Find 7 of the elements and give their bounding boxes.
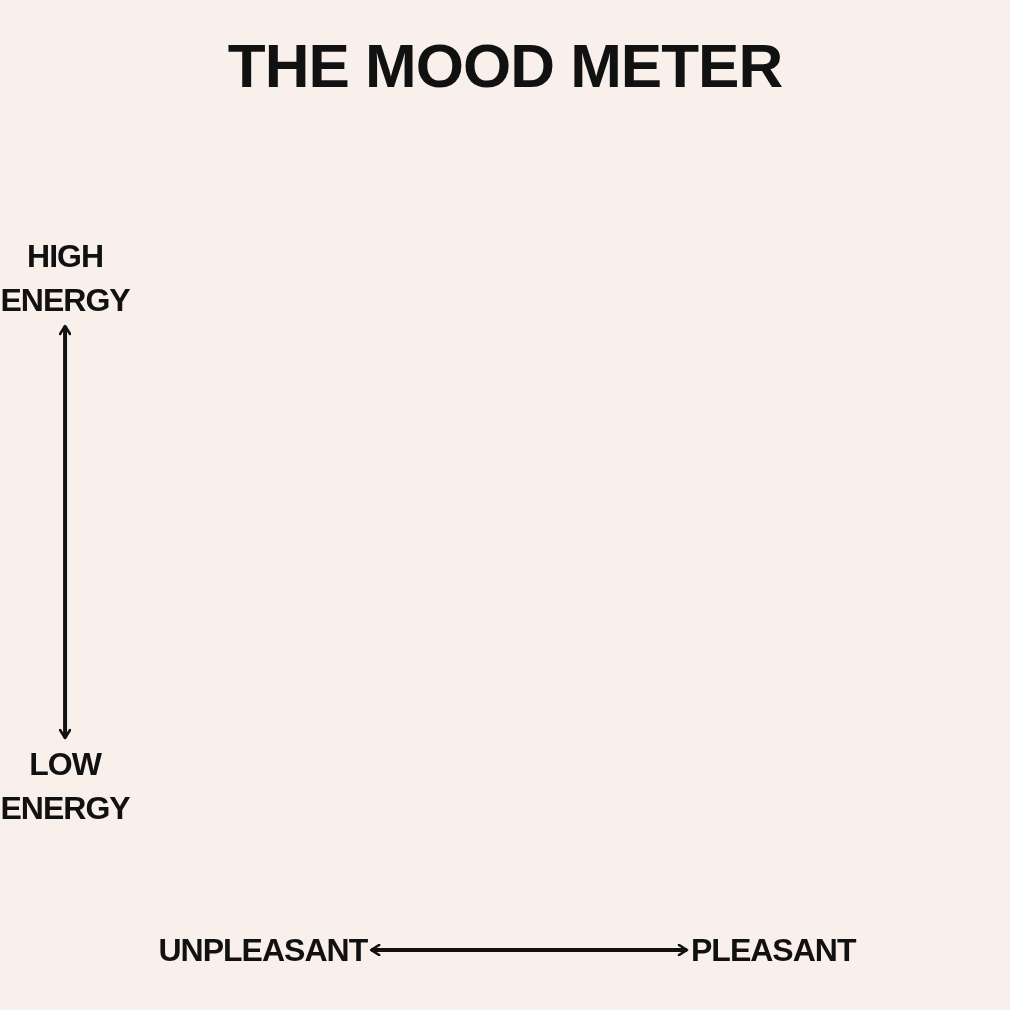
double-arrow [58, 324, 72, 740]
double-arrow [369, 943, 689, 957]
axis-label: UNPLEASANT [158, 928, 368, 972]
axis-label: PLEASANT [691, 928, 856, 972]
axis-label: LOW ENERGY [0, 742, 130, 830]
axis-label: HIGH ENERGY [0, 234, 130, 322]
title: THE MOOD METER [226, 30, 784, 101]
